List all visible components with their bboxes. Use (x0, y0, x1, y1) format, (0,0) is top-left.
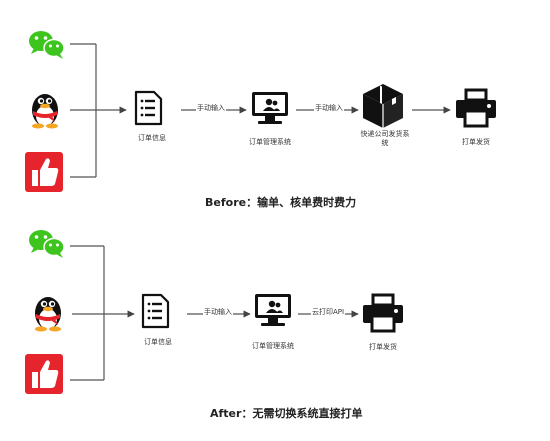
qq-penguin-icon (35, 297, 61, 332)
before-express-label-line2: 统 (381, 139, 389, 147)
before-print-label: 打单发货 (462, 138, 490, 146)
thumbs-up-shop-icon (25, 354, 63, 394)
after-arrow1-label: 手动输入 (203, 308, 233, 317)
after-caption: After：无需切换系统直接打单 (210, 407, 363, 420)
before-order-info-label: 订单信息 (138, 134, 166, 142)
order-info-icon (134, 90, 163, 126)
before-diagram (25, 30, 498, 192)
source-bracket (70, 245, 135, 381)
oms-monitor-icon (255, 294, 291, 326)
after-print-label: 打单发货 (369, 343, 397, 351)
printer-icon (454, 88, 498, 128)
package-box-icon (362, 83, 404, 129)
before-caption: Before：输单、核单费时费力 (205, 196, 357, 209)
before-express-label-line1: 快递公司发货系 (360, 130, 410, 138)
wechat-icon (28, 229, 65, 259)
oms-monitor-icon (252, 92, 288, 124)
qq-penguin-icon (32, 94, 58, 129)
before-arrow1-label: 手动输入 (196, 104, 226, 113)
source-bracket (70, 43, 127, 178)
after-arrow2-label: 云打印API (310, 308, 346, 317)
after-order-info-label: 订单信息 (144, 338, 172, 346)
thumbs-up-shop-icon (25, 152, 63, 192)
order-info-icon (141, 293, 170, 329)
before-arrow2-label: 手动输入 (314, 104, 344, 113)
before-oms-label: 订单管理系统 (249, 138, 291, 146)
wechat-icon (28, 30, 65, 60)
printer-icon (361, 293, 405, 333)
after-oms-label: 订单管理系统 (252, 342, 294, 350)
